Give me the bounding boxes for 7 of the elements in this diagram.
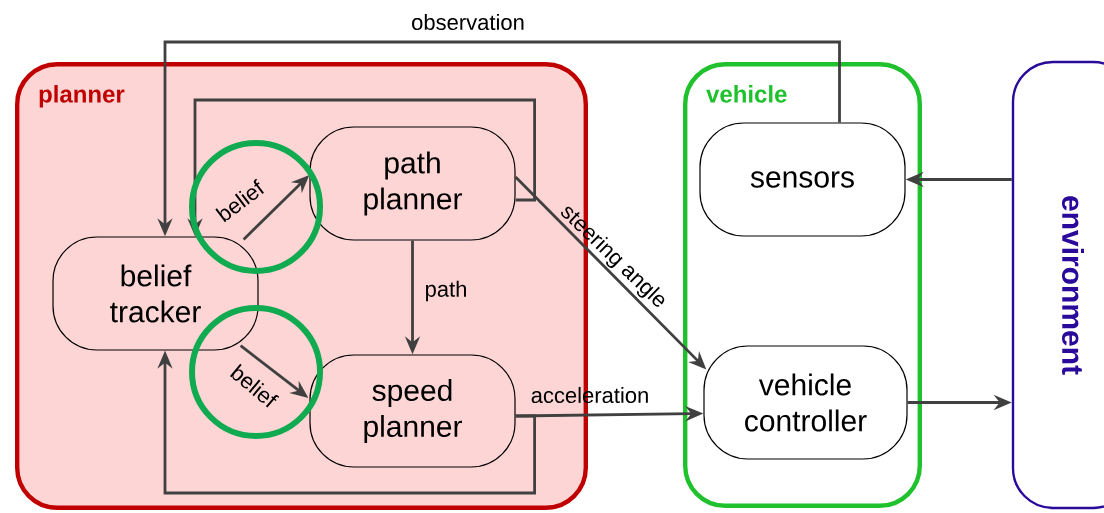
edge-label: observation [412,13,524,31]
process-box: vehicle controller [703,345,908,460]
edge-label: path [426,280,466,302]
process-box: speed planner [309,354,516,468]
environment-panel: environment [1011,60,1104,510]
process-box: path planner [309,126,516,241]
process-box: sensors [699,122,906,237]
